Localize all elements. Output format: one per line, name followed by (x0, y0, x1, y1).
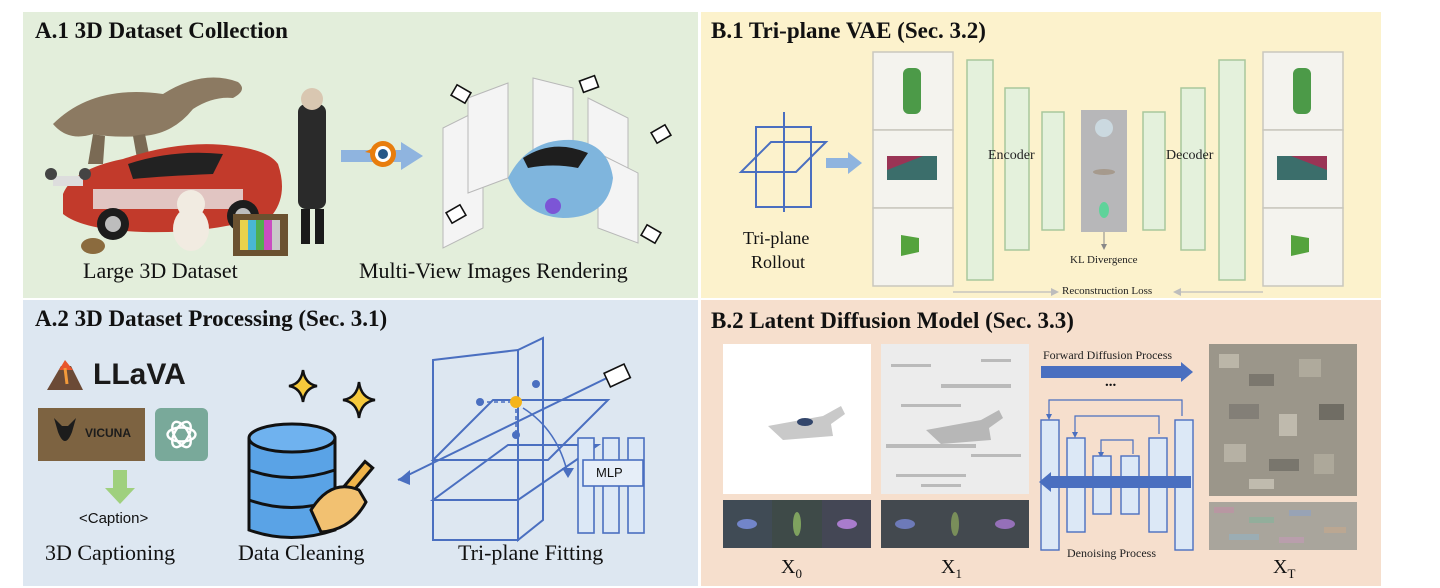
label-data-cleaning: Data Cleaning (238, 540, 365, 565)
panel-dataset-collection: A.1 3D Dataset Collection (23, 12, 698, 298)
label-3d-captioning: 3D Captioning (45, 540, 176, 565)
x1-triplane-image (881, 500, 1029, 548)
multiview-rendering-illustration (442, 74, 673, 249)
vae-architecture-diagram (872, 51, 1344, 296)
3d-assets-illustration (45, 77, 326, 256)
ellipsis-text: ... (1105, 374, 1117, 390)
blender-logo-icon (365, 141, 396, 167)
vae-input-arrow (826, 152, 862, 174)
caption-arrow (105, 470, 135, 504)
caption-token: <Caption> (79, 510, 149, 527)
xt-triplane-noise-image (1209, 502, 1357, 550)
denoising-process-label: Denoising Process (1067, 546, 1156, 560)
panel-triplane-vae: B.1 Tri-plane VAE (Sec. 3.2) Tri-plane R… (701, 12, 1381, 298)
openai-icon (166, 420, 197, 449)
diffusion-network-diagram (1039, 362, 1194, 551)
reconstruction-loss-label: Reconstruction Loss (1062, 285, 1153, 297)
encoder-label: Encoder (988, 148, 1035, 163)
label-triplane-fitting: Tri-plane Fitting (458, 540, 604, 565)
forward-diffusion-label: Forward Diffusion Process (1043, 348, 1173, 362)
panel-title: A.1 3D Dataset Collection (35, 18, 288, 43)
database-cleaning-icon (247, 369, 376, 539)
panel-latent-diffusion: B.2 Latent Diffusion Model (Sec. 3.3) (701, 300, 1381, 586)
vicuna-logo: VICUNA (38, 408, 145, 461)
kl-divergence-label: KL Divergence (1070, 254, 1138, 266)
chatgpt-logo (155, 408, 208, 461)
panel-dataset-processing: A.2 3D Dataset Processing (Sec. 3.1) LLa… (23, 300, 698, 586)
label-xt: XT (1273, 556, 1296, 581)
triplane-icon (738, 112, 829, 212)
label-x1: X1 (941, 556, 962, 581)
x0-triplane-image (723, 500, 871, 548)
decoder-label: Decoder (1166, 148, 1214, 163)
label-triplane-rollout-1: Tri-plane (743, 228, 810, 248)
x1-render-image (881, 344, 1029, 494)
llava-logo-text: LLaVA (93, 358, 186, 391)
volcano-icon (47, 360, 83, 390)
x0-render-image (723, 344, 871, 494)
triplane-fitting-diagram (397, 336, 645, 543)
xt-render-image (1209, 344, 1357, 496)
panel-title: B.2 Latent Diffusion Model (Sec. 3.3) (711, 308, 1074, 333)
label-large-3d-dataset: Large 3D Dataset (83, 258, 238, 283)
mlp-label: MLP (596, 465, 623, 480)
panel-title: B.1 Tri-plane VAE (Sec. 3.2) (711, 18, 986, 43)
label-triplane-rollout-2: Rollout (751, 252, 806, 272)
label-multiview-rendering: Multi-View Images Rendering (359, 258, 628, 283)
vicuna-animal-icon (54, 418, 76, 441)
panel-title: A.2 3D Dataset Processing (Sec. 3.1) (35, 306, 388, 331)
vicuna-logo-text: VICUNA (85, 426, 132, 440)
label-x0: X0 (781, 556, 802, 581)
